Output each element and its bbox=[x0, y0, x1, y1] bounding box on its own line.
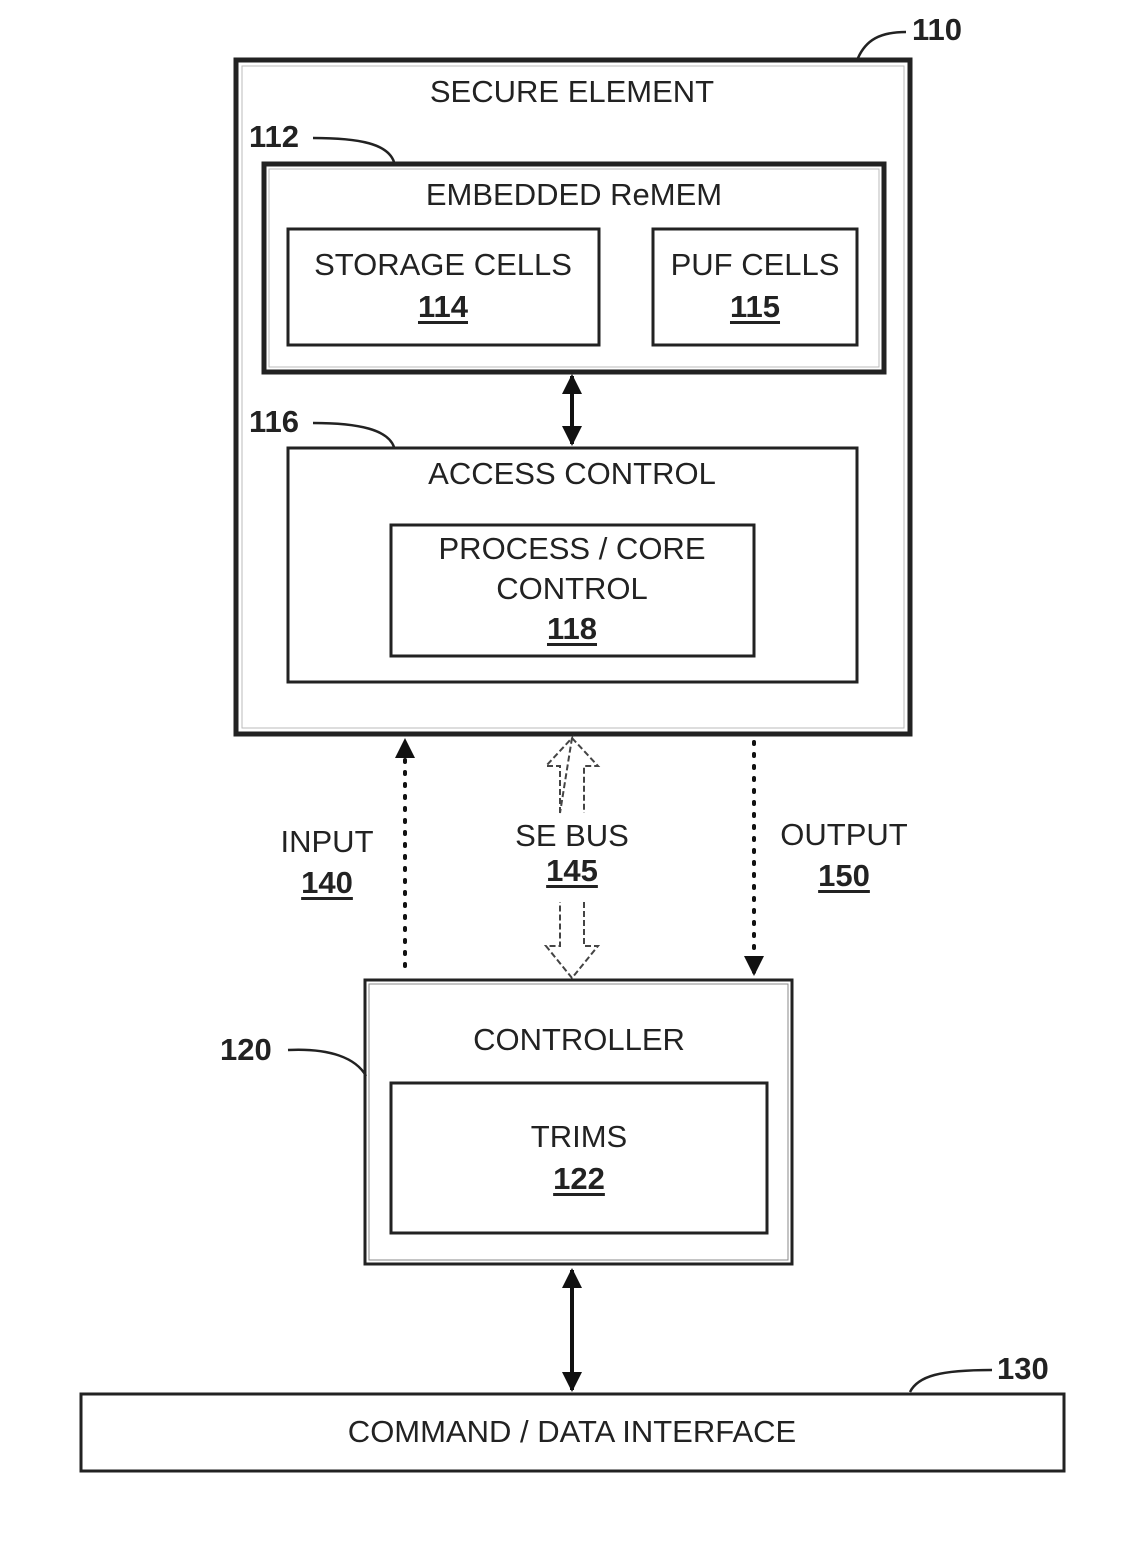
command-interface-ref: 130 bbox=[997, 1353, 1049, 1384]
process-core-num: 118 bbox=[547, 613, 597, 644]
puf-cells-label: PUF CELLS bbox=[671, 249, 840, 280]
leader-110 bbox=[858, 32, 906, 58]
trims-num: 122 bbox=[553, 1163, 605, 1194]
storage-cells-label: STORAGE CELLS bbox=[314, 249, 572, 280]
process-core-line2: CONTROL bbox=[496, 573, 648, 604]
leader-116 bbox=[313, 423, 394, 447]
storage-cells-num: 114 bbox=[418, 291, 468, 322]
leader-130 bbox=[910, 1370, 992, 1392]
access-control-title: ACCESS CONTROL bbox=[428, 458, 716, 489]
output-label: OUTPUT bbox=[780, 819, 907, 850]
embedded-remem-ref: 112 bbox=[249, 121, 299, 152]
input-label: INPUT bbox=[281, 826, 374, 857]
se-bus-num: 145 bbox=[546, 855, 598, 886]
trims-box bbox=[391, 1083, 767, 1233]
trims-label: TRIMS bbox=[531, 1121, 627, 1152]
embedded-remem-title: EMBEDDED ReMEM bbox=[426, 179, 722, 210]
secure-element-title: SECURE ELEMENT bbox=[430, 76, 714, 107]
controller-ref: 120 bbox=[220, 1034, 272, 1065]
input-num: 140 bbox=[301, 867, 353, 898]
controller-title: CONTROLLER bbox=[473, 1024, 685, 1055]
process-core-line1: PROCESS / CORE bbox=[439, 533, 706, 564]
secure-element-ref: 110 bbox=[912, 14, 962, 45]
puf-cells-num: 115 bbox=[730, 291, 780, 322]
output-num: 150 bbox=[818, 860, 870, 891]
se-bus-label: SE BUS bbox=[515, 820, 629, 851]
access-control-ref: 116 bbox=[249, 406, 299, 437]
command-interface-label: COMMAND / DATA INTERFACE bbox=[348, 1416, 796, 1447]
leader-112 bbox=[313, 138, 394, 162]
leader-120 bbox=[288, 1050, 366, 1076]
